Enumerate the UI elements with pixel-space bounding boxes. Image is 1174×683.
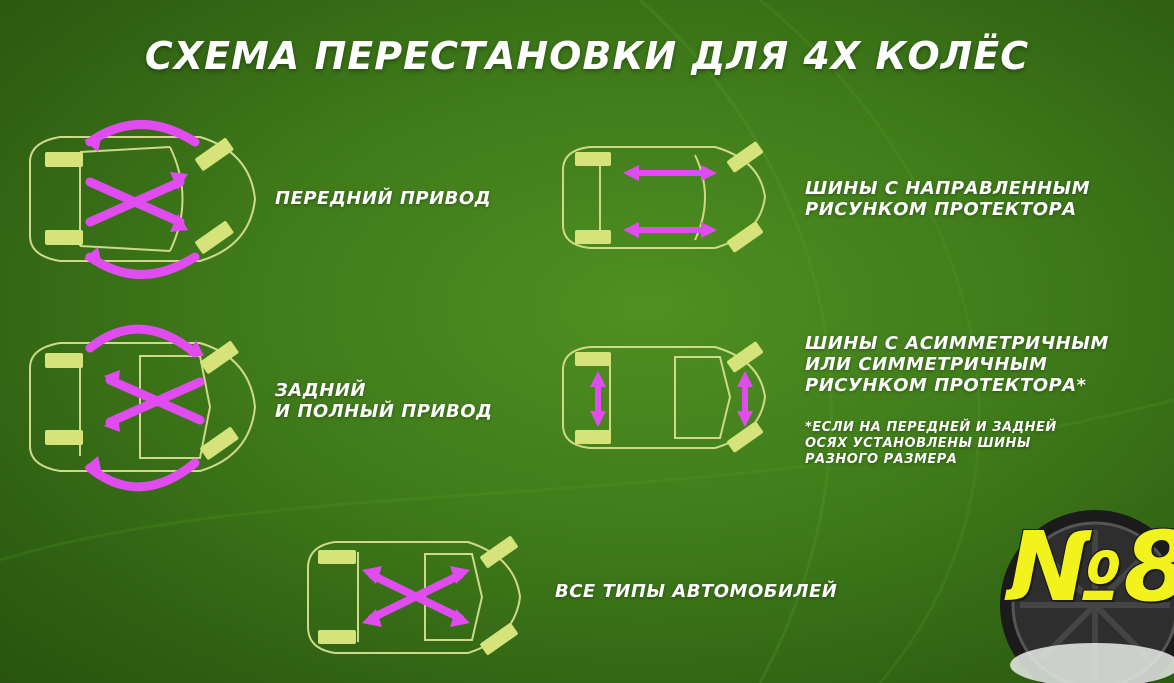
wheel-rim-badge — [1000, 510, 1174, 683]
directional-tires-label-line: РИСУНКОМ ПРОТЕКТОРА — [805, 199, 1077, 220]
directional-tires-rotation-diagram — [562, 141, 767, 253]
footnote-line: РАЗНОГО РАЗМЕРА — [805, 452, 958, 467]
badge-number: №8 — [1008, 511, 1174, 623]
asymmetric-tires-label-line: ИЛИ СИММЕТРИЧНЫМ — [805, 354, 1048, 375]
rear-awd-rotation-diagram — [29, 324, 257, 492]
front-wheel-drive-rotation-diagram — [29, 120, 257, 279]
asymmetric-tires-label-line: ШИНЫ С АСИММЕТРИЧНЫМ — [805, 333, 1109, 354]
directional-tires-label: ШИНЫ С НАПРАВЛЕННЫМ РИСУНКОМ ПРОТЕКТОРА — [805, 178, 1090, 220]
asymmetric-tires-rotation-diagram — [562, 341, 767, 453]
footnote-line: ОСЯХ УСТАНОВЛЕНЫ ШИНЫ — [805, 436, 1031, 451]
directional-tires-label-line: ШИНЫ С НАПРАВЛЕННЫМ — [805, 178, 1091, 199]
all-vehicles-rotation-diagram — [307, 536, 522, 655]
all-vehicles-label-line: ВСЕ ТИПЫ АВТОМОБИЛЕЙ — [555, 581, 838, 602]
rear-awd-label: ЗАДНИЙ И ПОЛНЫЙ ПРИВОД — [275, 380, 493, 422]
front-wheel-drive-label-line: ПЕРЕДНИЙ ПРИВОД — [275, 188, 492, 209]
footnote: *ЕСЛИ НА ПЕРЕДНЕЙ И ЗАДНЕЙ ОСЯХ УСТАНОВЛ… — [805, 420, 1057, 468]
all-vehicles-label: ВСЕ ТИПЫ АВТОМОБИЛЕЙ — [555, 581, 837, 602]
asymmetric-tires-label: ШИНЫ С АСИММЕТРИЧНЫМ ИЛИ СИММЕТРИЧНЫМ РИ… — [805, 333, 1109, 396]
rear-awd-label-line: И ПОЛНЫЙ ПРИВОД — [275, 401, 493, 422]
rear-awd-label-line: ЗАДНИЙ — [275, 380, 366, 401]
asymmetric-tires-label-line: РИСУНКОМ ПРОТЕКТОРА* — [805, 375, 1087, 396]
page-title: СХЕМА ПЕРЕСТАНОВКИ ДЛЯ 4Х КОЛЁС — [144, 34, 1030, 78]
footnote-line: *ЕСЛИ НА ПЕРЕДНЕЙ И ЗАДНЕЙ — [805, 420, 1057, 435]
front-wheel-drive-label: ПЕРЕДНИЙ ПРИВОД — [275, 188, 491, 209]
